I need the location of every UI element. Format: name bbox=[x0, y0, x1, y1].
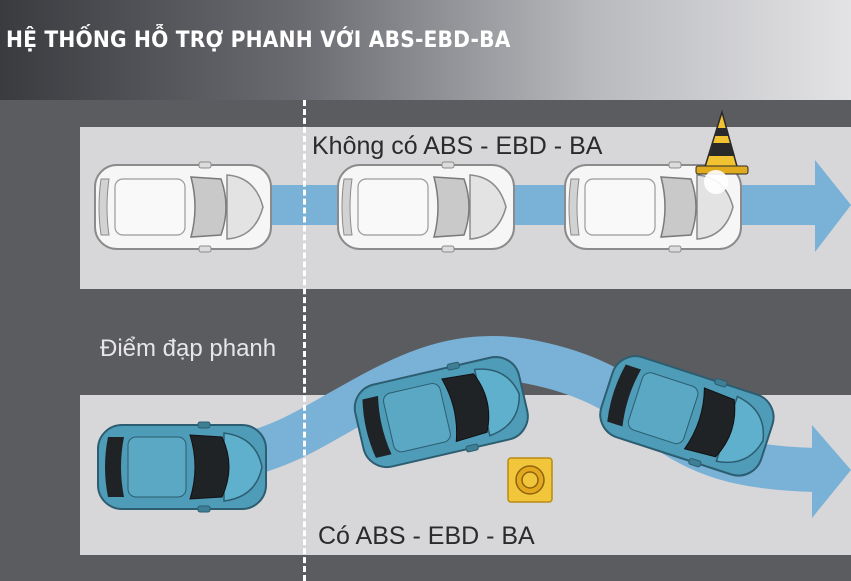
traffic-cone-icon bbox=[695, 109, 749, 194]
brake-point-line bbox=[303, 100, 306, 581]
label-without-abs: Không có ABS - EBD - BA bbox=[312, 132, 603, 160]
title-bar: HỆ THỐNG HỖ TRỢ PHANH VỚI ABS-EBD-BA bbox=[0, 0, 851, 100]
car-with-abs-1 bbox=[97, 421, 267, 513]
label-brake-point: Điểm đạp phanh bbox=[100, 335, 277, 362]
obstacle-icon bbox=[507, 457, 553, 503]
car-without-abs-2 bbox=[337, 161, 515, 253]
page-title: HỆ THỐNG HỖ TRỢ PHANH VỚI ABS-EBD-BA bbox=[6, 28, 511, 53]
label-with-abs: Có ABS - EBD - BA bbox=[318, 522, 535, 550]
car-without-abs-1 bbox=[94, 161, 272, 253]
